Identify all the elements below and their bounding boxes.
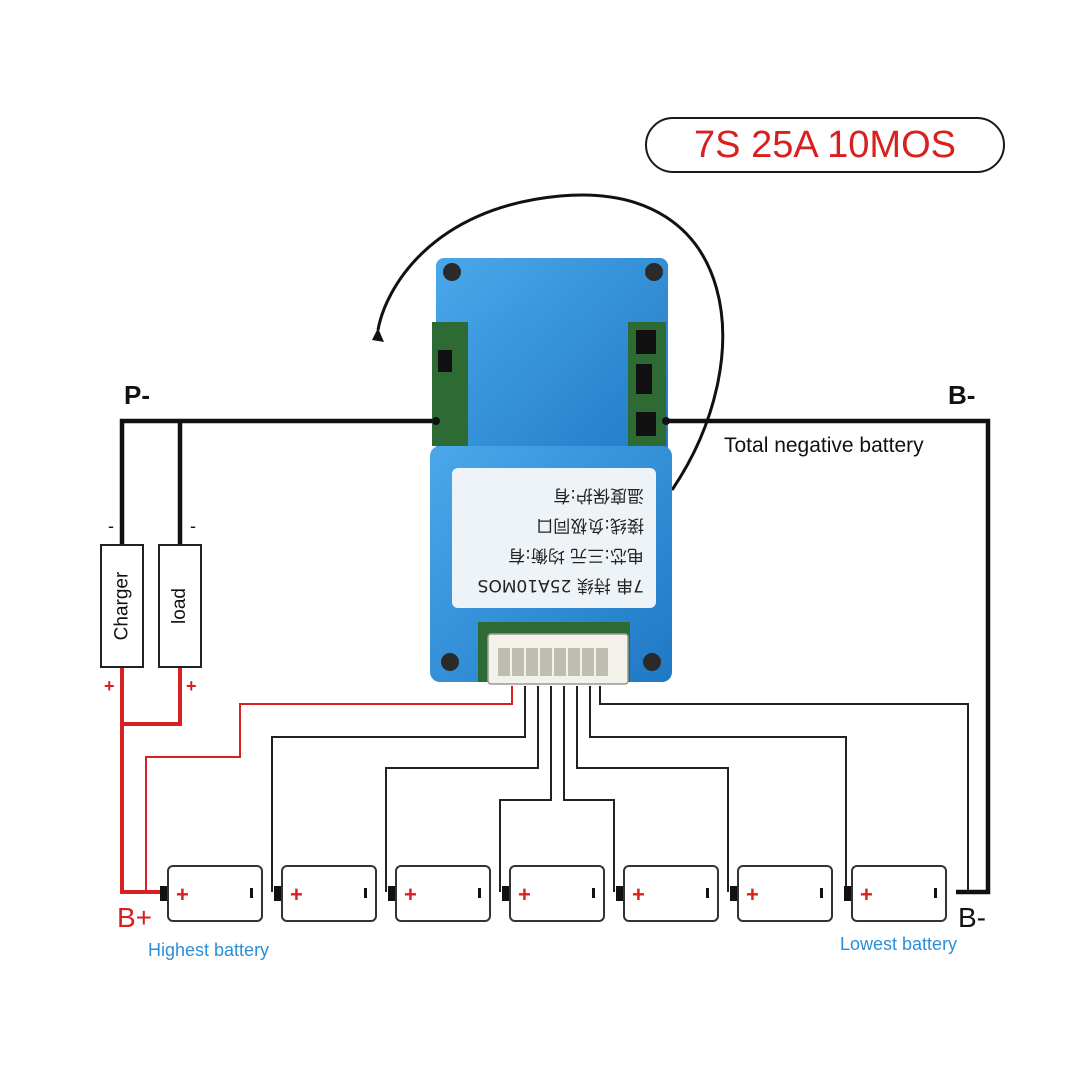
load-plus-sign: + [186,676,197,696]
battery-cell: + [502,865,605,922]
b-minus-junction [662,417,670,425]
battery-cell: + [274,865,377,922]
battery-minus-mark [364,888,367,898]
ntc-sensor-wire [376,193,725,491]
product-title: 7S 25A 10MOS [645,117,1005,173]
spec-line-1: 7串 持续 25A10MOS [477,575,644,595]
battery-body [623,865,719,922]
charger-minus-sign: - [108,516,114,536]
battery-terminal-nub [388,886,396,901]
p-minus-junction [432,417,440,425]
battery-cell: + [388,865,491,922]
battery-body [395,865,491,922]
battery-body [851,865,947,922]
battery-row: + + + + + + + [160,865,947,922]
battery-body [281,865,377,922]
spec-line-3: 接线:负极同口 [536,515,644,535]
mounting-hole [441,653,459,671]
pcb-strip-left [432,322,468,446]
battery-terminal-nub [274,886,282,901]
ntc-sensor-tip [372,328,384,342]
bms-spec-label: 7串 持续 25A10MOS 电芯:三元 均衡:有 接线:负极同口 温度保护:有 [452,468,656,608]
lowest-battery-note: Lowest battery [840,934,958,954]
highest-battery-note: Highest battery [148,940,270,960]
negative-wires [119,418,991,895]
load-label: load [168,588,190,624]
b-plus-label: B+ [117,902,153,933]
battery-plus-sign: + [404,882,417,907]
battery-terminal-nub [730,886,738,901]
battery-body [737,865,833,922]
battery-minus-mark [706,888,709,898]
spec-line-4: 温度保护:有 [553,485,644,505]
battery-terminal-nub [844,886,852,901]
battery-plus-sign: + [860,882,873,907]
spec-line-2: 电芯:三元 均衡:有 [508,545,644,565]
balance-wire-red [145,686,513,892]
b-minus-bottom-label: B- [958,902,986,933]
battery-plus-sign: + [746,882,759,907]
battery-terminal-nub [160,886,168,901]
battery-cell: + [616,865,719,922]
balance-wires [271,686,969,892]
battery-minus-mark [934,888,937,898]
battery-plus-sign: + [176,882,189,907]
charger-plus-sign: + [104,676,115,696]
battery-cell: + [160,865,263,922]
mounting-hole [443,263,461,281]
positive-wires [120,668,182,894]
battery-body [167,865,263,922]
battery-cell: + [844,865,947,922]
load-minus-sign: - [190,516,196,536]
b-minus-top-label: B- [948,380,976,410]
battery-body [509,865,605,922]
battery-plus-sign: + [632,882,645,907]
battery-cell: + [730,865,833,922]
load-box: load [158,544,202,668]
p-minus-label: P- [124,380,150,410]
charger-box: Charger [100,544,144,668]
battery-minus-mark [478,888,481,898]
battery-terminal-nub [502,886,510,901]
charger-label: Charger [111,571,132,641]
battery-plus-sign: + [290,882,303,907]
battery-minus-mark [592,888,595,898]
battery-minus-mark [820,888,823,898]
battery-terminal-nub [616,886,624,901]
mounting-hole [645,263,663,281]
battery-plus-sign: + [518,882,531,907]
battery-minus-mark [250,888,253,898]
total-negative-note: Total negative battery [724,434,924,457]
mounting-hole [643,653,661,671]
